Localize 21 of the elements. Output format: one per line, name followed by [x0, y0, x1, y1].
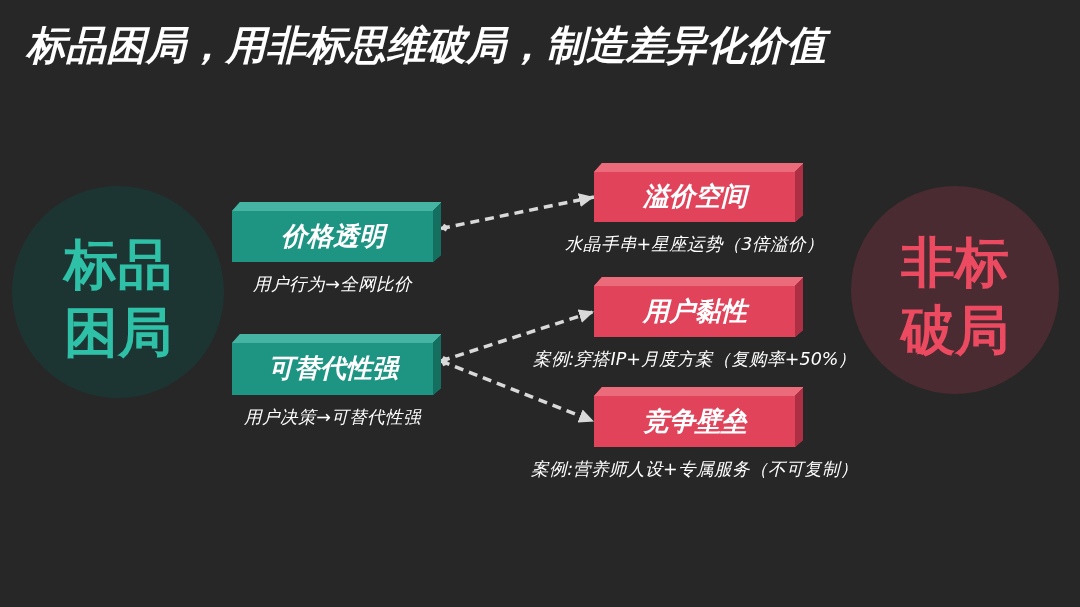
- dashed-arrow: [440, 193, 595, 232]
- node-label: 案例:营养师人设+专属服务（不可复制）: [530, 459, 859, 481]
- box-label: 竞争壁垒: [641, 405, 749, 438]
- box-label: 价格透明: [276, 220, 389, 253]
- node-label: 案例:穿搭IP+月度方案（复购率+50%）: [531, 349, 858, 371]
- box-label: 溢价空间: [638, 181, 751, 213]
- raised-box: [594, 387, 803, 447]
- title: 标品困局，用非标思维破局，制造差异化价值: [24, 17, 836, 73]
- box-label: 可替代性强: [266, 353, 401, 385]
- dashed-arrow: [440, 358, 595, 424]
- node-label: 用户行为→全网比价: [252, 274, 414, 296]
- raised-box: [594, 277, 803, 337]
- raised-box: [232, 334, 441, 395]
- node-label: 用户决策→可替代性强: [243, 407, 423, 429]
- raised-box: [232, 202, 441, 262]
- raised-box: [594, 163, 803, 222]
- node-label: 水晶手串+星座运势（3倍溢价）: [563, 234, 826, 256]
- circle-label: 非标破局: [899, 230, 1010, 364]
- dashed-arrow: [440, 309, 595, 364]
- circle-label: 标品困局: [62, 232, 173, 366]
- box-label: 用户黏性: [638, 295, 751, 328]
